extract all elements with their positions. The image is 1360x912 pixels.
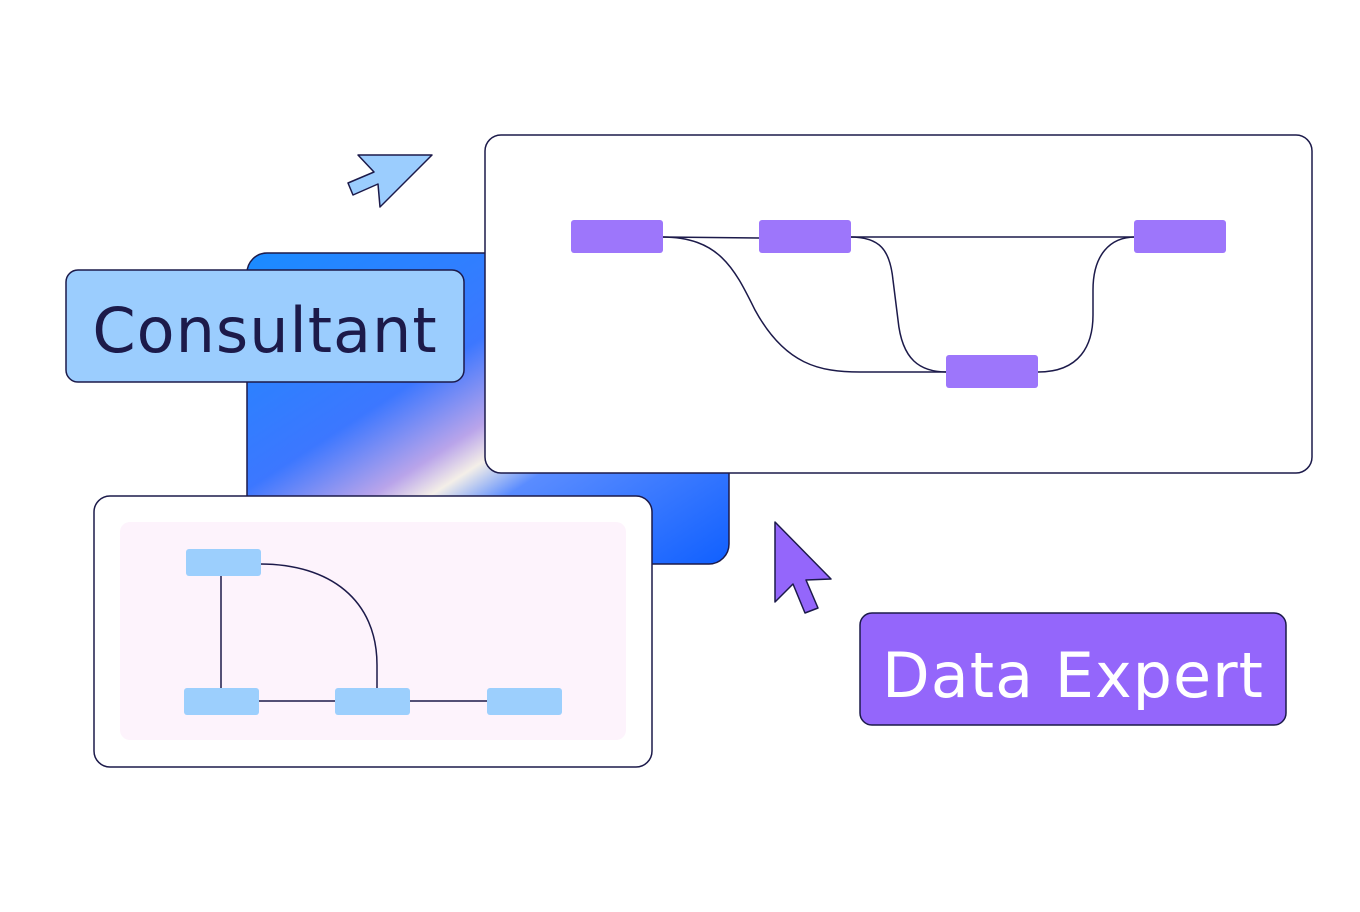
connector xyxy=(661,236,947,373)
flow-panel-top xyxy=(484,134,1313,474)
flow-node xyxy=(946,355,1038,388)
consultant-label: Consultant xyxy=(65,269,465,383)
cursor-arrow-icon xyxy=(774,521,832,614)
flow-node xyxy=(487,688,562,715)
connector xyxy=(1037,236,1136,373)
flow-panel-bottom-inner xyxy=(120,522,626,740)
flow-panel-bottom xyxy=(93,495,653,768)
connector xyxy=(259,563,378,688)
flow-node xyxy=(184,688,259,715)
connector xyxy=(661,236,760,239)
consultant-label-text: Consultant xyxy=(92,294,437,367)
flow-node xyxy=(186,549,261,576)
connector xyxy=(849,236,948,373)
flow-node xyxy=(759,220,851,253)
flow-node xyxy=(1134,220,1226,253)
flow-node xyxy=(335,688,410,715)
flow-panel-top-frame xyxy=(484,134,1313,474)
data-expert-label: Data Expert xyxy=(859,612,1287,726)
data-expert-label-text: Data Expert xyxy=(882,639,1264,712)
flow-node xyxy=(571,220,663,253)
cursor-arrow-icon xyxy=(347,154,433,208)
